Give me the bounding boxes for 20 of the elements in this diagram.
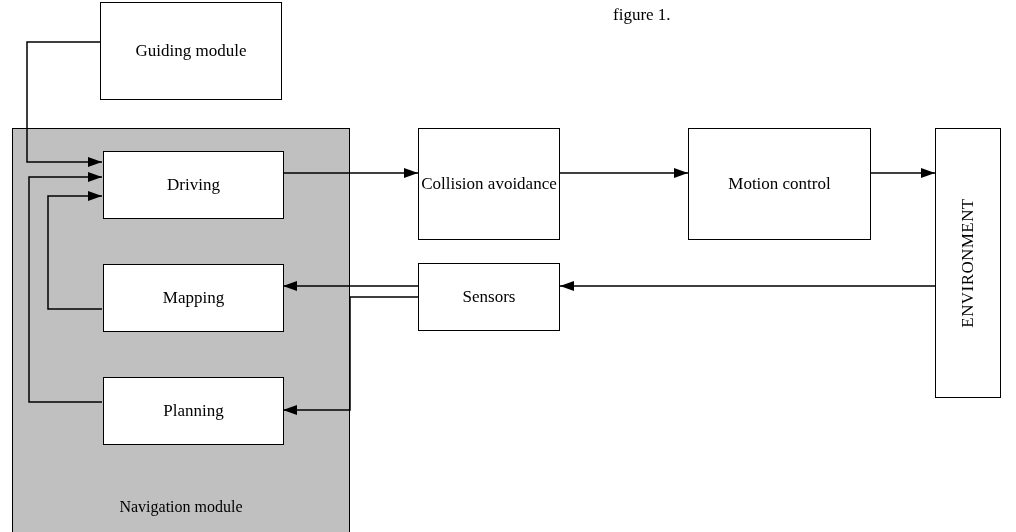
arrow <box>282 296 419 415</box>
arrow <box>559 281 936 291</box>
process-box: Mapping <box>103 264 284 332</box>
process-box: Collision avoidance <box>418 128 560 240</box>
process-box: Motion control <box>688 128 871 240</box>
module-title: Navigation module <box>118 497 244 518</box>
caption-text: figure 1. <box>613 4 671 26</box>
arrow <box>870 168 936 178</box>
arrow <box>26 41 103 167</box>
arrow <box>47 191 103 310</box>
arrow <box>28 172 103 403</box>
arrow <box>282 281 419 291</box>
process-box: Guiding module <box>100 2 282 100</box>
module-panel <box>12 128 350 532</box>
process-box: Planning <box>103 377 284 445</box>
process-box: ENVIRONMENT <box>935 128 1001 398</box>
arrow <box>559 168 689 178</box>
arrow <box>282 168 419 178</box>
process-box: Sensors <box>418 263 560 331</box>
process-box: Driving <box>103 151 284 219</box>
